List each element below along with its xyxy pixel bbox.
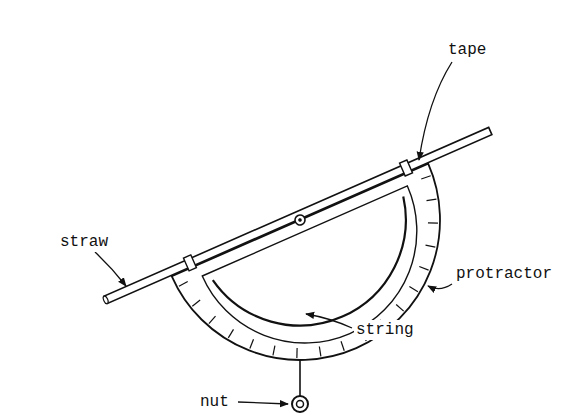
tick-mark — [419, 264, 428, 273]
protractor-opening — [202, 186, 452, 379]
leader-lines — [95, 62, 452, 404]
tick-mark — [293, 348, 301, 358]
tape-piece — [400, 160, 413, 176]
part-label: tape — [446, 40, 488, 60]
tick-mark — [421, 175, 430, 180]
protractor-inner-rim — [213, 197, 438, 359]
tick-mark — [426, 242, 436, 251]
tape-piece — [183, 255, 196, 271]
tick-mark — [340, 341, 345, 350]
nut-symbol — [292, 396, 308, 412]
tick-mark — [317, 347, 323, 357]
part-label: string — [354, 320, 416, 340]
tick-mark — [270, 346, 279, 356]
tick-mark — [207, 316, 217, 324]
tick-mark — [179, 281, 188, 286]
tick-mark — [191, 300, 201, 306]
tick-mark — [247, 339, 256, 348]
tick-mark — [409, 284, 418, 294]
tick-mark — [396, 303, 404, 313]
part-label: straw — [58, 232, 110, 252]
tick-mark — [428, 219, 438, 227]
part-label: protractor — [454, 264, 554, 284]
tick-mark — [226, 329, 236, 338]
straw-tube — [104, 127, 492, 303]
part-label: nut — [198, 392, 231, 412]
protractor-ticks — [179, 175, 482, 401]
pivot — [293, 213, 306, 226]
tick-mark — [427, 197, 437, 203]
